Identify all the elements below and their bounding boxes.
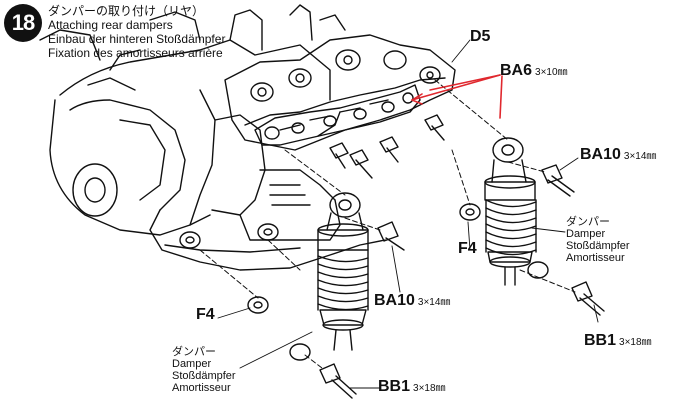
damper-right: [484, 137, 549, 286]
damper-left-en: Damper: [172, 358, 212, 370]
damper-left-fr: Amortisseur: [172, 382, 231, 394]
collar-f4-right: [459, 203, 481, 221]
label-ba6-code: BA6: [500, 62, 533, 79]
screw-ba10-left: [377, 221, 405, 251]
label-ba10-left-code: BA10: [374, 292, 415, 309]
label-f4-left: F4: [196, 306, 215, 323]
leader-lines: [217, 39, 599, 389]
step-number-badge: 18: [4, 4, 42, 42]
label-damper-right: ダンパー Damper Stoßdämpfer Amortisseur: [566, 216, 630, 264]
screw-bb1-left: [319, 363, 357, 399]
title-german: Einbau der hinteren Stoßdämpfer: [48, 32, 226, 46]
damper-right-fr: Amortisseur: [566, 252, 625, 264]
label-bb1-right-size: 3×18㎜: [619, 337, 652, 348]
damper-right-jp: ダンパー: [566, 216, 610, 228]
label-bb1-left-code: BB1: [378, 378, 411, 395]
lower-suspension-arm: [149, 209, 386, 271]
damper-right-de: Stoßdämpfer: [566, 240, 630, 252]
label-bb1-left-size: 3×18㎜: [413, 383, 446, 394]
damper-stay-d5: [224, 34, 456, 151]
label-damper-left: ダンパー Damper Stoßdämpfer Amortisseur: [172, 346, 236, 394]
step-titles: ダンパーの取り付け（リヤ） Attaching rear dampers Ein…: [48, 4, 225, 60]
screw-bb1-right: [571, 281, 605, 316]
title-english: Attaching rear dampers: [48, 18, 173, 32]
damper-left-jp: ダンパー: [172, 346, 216, 358]
label-ba10-right-size: 3×14㎜: [623, 151, 657, 162]
collar-f4-left: [247, 296, 269, 314]
ba6-pointer-arrows: [411, 74, 503, 119]
stay-plate-front: [254, 84, 421, 146]
screws-ba6: [329, 114, 445, 179]
damper-right-en: Damper: [566, 228, 606, 240]
screw-ba10-right: [541, 164, 575, 197]
label-d5: D5: [470, 28, 491, 45]
label-bb1-right-code: BB1: [584, 332, 617, 349]
title-japanese: ダンパーの取り付け（リヤ）: [48, 4, 205, 18]
label-f4-right: F4: [458, 240, 477, 257]
label-ba6-size: 3×10㎜: [535, 67, 568, 78]
title-french: Fixation des amortisseurs arrière: [48, 46, 223, 60]
chassis-outline: [39, 4, 346, 241]
label-ba10-left-size: 3×14㎜: [417, 297, 451, 308]
damper-left-de: Stoßdämpfer: [172, 370, 236, 382]
label-ba10-right-code: BA10: [580, 146, 621, 163]
damper-left: [289, 192, 369, 361]
